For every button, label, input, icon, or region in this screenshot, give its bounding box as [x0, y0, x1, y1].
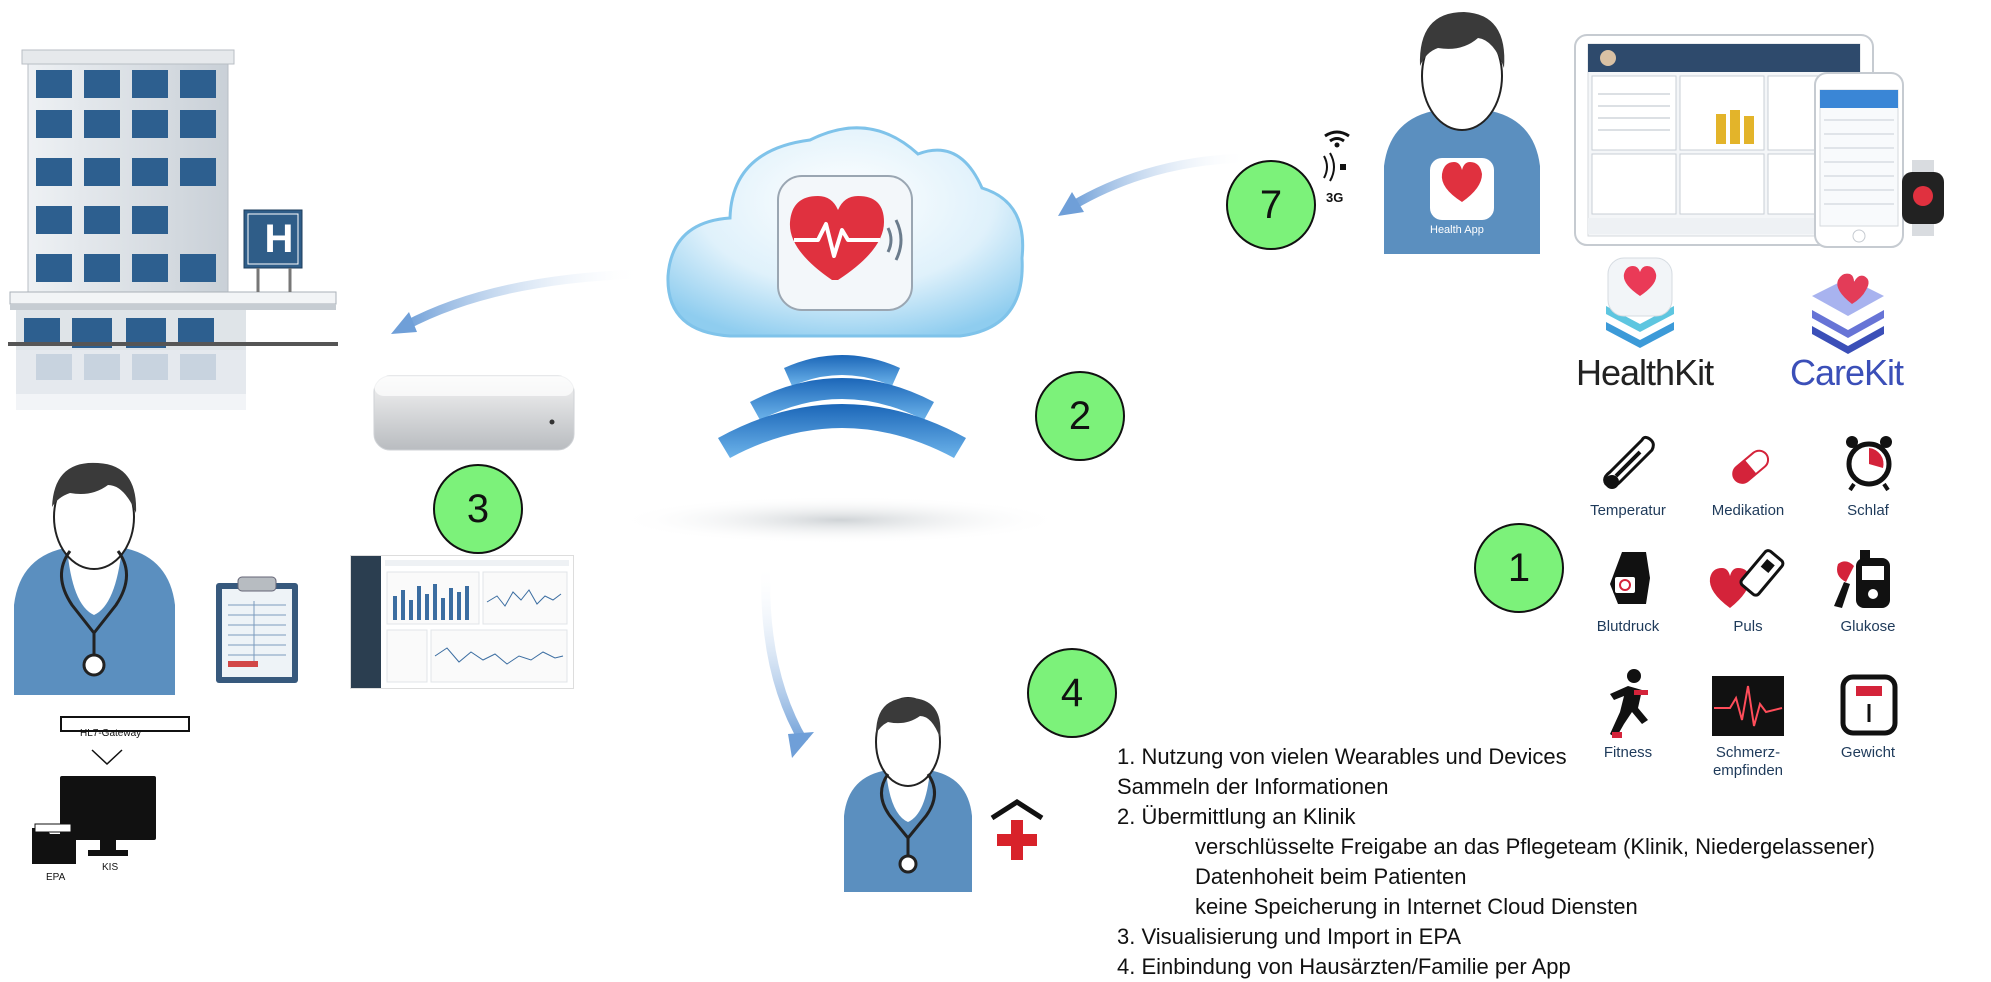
- doctor-figure-gp: [842, 690, 974, 895]
- thermometer-icon: [1602, 432, 1662, 499]
- sensor-item-gewicht: Gewicht: [1818, 668, 1918, 778]
- healthkit-label: HealthKit: [1576, 352, 1714, 393]
- heart-monitor-app-icon: [776, 174, 914, 312]
- sensor-label-puls: Puls: [1733, 618, 1763, 635]
- description-line-2: Sammeln der Informationen: [1117, 774, 1389, 799]
- sensor-item-glukose: Glukose: [1818, 546, 1918, 636]
- health-app-label: Health App: [1430, 224, 1484, 236]
- ipad-screenshot: [1574, 34, 1874, 246]
- step-badge-7: 7: [1226, 160, 1316, 250]
- sensor-item-medikation: Medikation: [1698, 430, 1798, 520]
- ecg-pain-icon: [1712, 676, 1784, 741]
- scale-icon: [1840, 674, 1898, 741]
- arrow-cloud-to-hospital: [385, 268, 645, 343]
- pill-icon: [1728, 446, 1772, 491]
- sensor-label-blutdruck: Blutdruck: [1596, 618, 1660, 635]
- sensor-label-glukose: Glukose: [1840, 618, 1896, 635]
- sensor-label-fitness: Fitness: [1603, 744, 1653, 761]
- sensor-label-schlaf: Schlaf: [1847, 502, 1889, 519]
- kis-label: KIS: [102, 862, 119, 873]
- doctor-icon: [14, 462, 175, 695]
- wifi-icon: [1322, 128, 1352, 153]
- description-line-7: 3. Visualisierung und Import in EPA: [1117, 924, 1462, 949]
- description-line-3: 2. Übermittlung an Klinik: [1117, 804, 1356, 829]
- carekit-label: CareKit: [1790, 352, 1904, 393]
- sensor-item-puls: Puls: [1698, 546, 1798, 636]
- alarm-clock-icon: [1844, 432, 1894, 497]
- clipboard-icon: [214, 575, 300, 685]
- description-line-6: keine Speicherung in Internet Cloud Dien…: [1195, 894, 1638, 919]
- home-care-cross-icon: [988, 796, 1046, 867]
- description-line-8: 4. Einbindung von Hausärzten/Familie per…: [1117, 954, 1571, 979]
- sensor-label-schmerz: Schmerz-: [1715, 744, 1781, 761]
- runner-icon: [1604, 668, 1656, 747]
- sensor-label-medikation: Medikation: [1711, 502, 1785, 519]
- smartwatch-icon: [1898, 160, 1948, 236]
- hospital-building: H: [8, 49, 338, 430]
- wireless-signal-icon: [712, 350, 972, 480]
- patient-figure: [1382, 6, 1542, 256]
- hl7-gateway-box: [60, 716, 190, 732]
- iphone-screenshot: [1814, 72, 1904, 248]
- network-3g-label: 3G: [1326, 190, 1344, 205]
- server-box-icon: [372, 374, 576, 454]
- sensor-label-temperatur: Temperatur: [1590, 502, 1666, 519]
- folder-icon: [32, 822, 78, 866]
- healthkit-logo-icon: [1600, 252, 1680, 348]
- doctor-figure-left: [12, 455, 177, 700]
- sensor-item-temperatur: Temperatur: [1578, 430, 1678, 520]
- sensor-item-blutdruck: Blutdruck: [1578, 546, 1678, 636]
- hospital-building-icon: [8, 49, 338, 410]
- step-badge-2: 2: [1035, 371, 1125, 461]
- sensor-item-fitness: Fitness: [1578, 668, 1678, 778]
- sensor-label-empfinden: empfinden: [1712, 762, 1784, 779]
- description-line-4: verschlüsselte Freigabe an das Pflegetea…: [1195, 834, 1875, 859]
- carekit-logo-icon: [1808, 266, 1888, 356]
- arrow-cloud-to-gp: [748, 562, 818, 767]
- computer-monitor-icon: [60, 776, 160, 860]
- sensor-label-gewicht: Gewicht: [1840, 744, 1896, 761]
- sensor-item-schlaf: Schlaf: [1818, 430, 1918, 520]
- pulse-sensor-icon: [1708, 548, 1788, 615]
- chevron-down-icon: [90, 748, 124, 771]
- epa-label: EPA: [46, 872, 66, 883]
- description-line-1: 1. Nutzung von vielen Wearables und Devi…: [1117, 744, 1567, 769]
- arrow-patient-to-cloud: [1050, 150, 1250, 227]
- hospital-sign-letter: H: [264, 217, 294, 261]
- step-badge-3: 3: [433, 464, 523, 554]
- glucose-meter-icon: [1832, 548, 1898, 615]
- step-badge-1: 1: [1474, 523, 1564, 613]
- description-line-5: Datenhoheit beim Patienten: [1195, 864, 1467, 889]
- hl7-gateway-label: HL7-Gateway: [80, 728, 142, 739]
- signal-waves-icon: [1320, 152, 1348, 187]
- step-badge-4: 4: [1027, 648, 1117, 738]
- cloud-shadow: [610, 490, 1070, 550]
- dashboard-screenshot: [350, 555, 574, 689]
- description-list: 1. Nutzung von vielen Wearables und Devi…: [1117, 742, 1875, 982]
- blood-pressure-cuff-icon: [1602, 548, 1658, 613]
- sensor-item-schmerzempfinden: Schmerz- empfinden: [1698, 668, 1798, 779]
